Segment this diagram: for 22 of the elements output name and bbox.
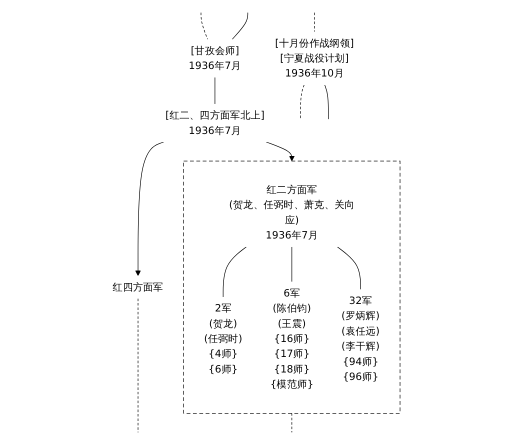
- node-text: 32军 (罗炳辉) (袁任远) (李干辉) {94师} {96师}: [342, 294, 380, 383]
- node-text: [十月份作战纲领] [宁夏战役计划] 1936年10月: [275, 36, 354, 80]
- node-text: 2军 (贺龙) (任弼时) {4师} {6师}: [204, 302, 243, 375]
- connector-line: [266, 142, 296, 162]
- node-text: 红四方面军: [113, 280, 164, 293]
- node-text: [甘孜会师] 1936年7月: [189, 44, 242, 72]
- connector-line: [324, 84, 330, 120]
- connector-line: [201, 12, 208, 40]
- connector-line: [215, 77, 216, 104]
- connector-line: [338, 246, 362, 290]
- node-text: 6军 (陈伯钧) (王震) {16师} {17师} {18师} {模范师}: [270, 286, 314, 390]
- cluster: [184, 160, 401, 414]
- connector-line: [136, 142, 164, 276]
- connector-line: [292, 246, 293, 282]
- connector-line: [314, 12, 316, 32]
- connector-line: [292, 412, 293, 433]
- node-text: [红二、四方面军北上] 1936年7月: [166, 109, 265, 136]
- connector-line: [138, 298, 139, 433]
- connector-line: [232, 12, 249, 40]
- node-text: 红二方面军 (贺龙、任弼时、萧克、关向应) 1936年7月: [229, 184, 356, 242]
- connector-line: [223, 246, 248, 298]
- connector-line: [300, 84, 305, 120]
